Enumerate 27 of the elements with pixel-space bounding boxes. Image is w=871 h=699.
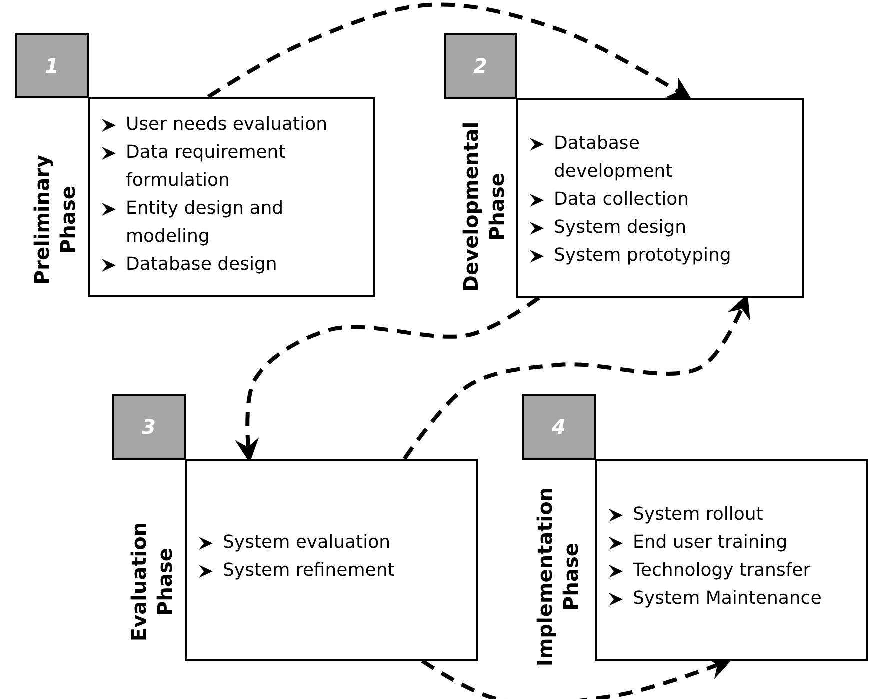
list-item-text: System rollout — [633, 503, 764, 527]
phase-label: Preliminary Phase — [29, 154, 81, 288]
list-item-text: Database development — [554, 132, 674, 184]
list-item-text: Data collection — [554, 188, 690, 212]
phase-label: Implementation Phase — [532, 486, 584, 669]
list-item-text: End user training — [633, 531, 788, 555]
list-item-text: Technology transfer — [633, 559, 811, 583]
number-box — [112, 394, 186, 460]
number-box — [15, 33, 89, 98]
list-item-text: System design — [554, 216, 687, 240]
list-item-text: System prototyping — [554, 244, 732, 268]
dashed-arrow — [207, 2, 692, 100]
step-number: 4 — [552, 415, 566, 439]
number-box — [444, 33, 517, 99]
phase-label: Developmental Phase — [458, 120, 510, 294]
list-item-text: User needs evaluation — [126, 113, 328, 137]
list-item-text: System Maintenance — [633, 587, 822, 611]
list-item-text: System evaluation — [223, 531, 391, 555]
step-number: 3 — [142, 415, 156, 439]
list-item-text: Data requirement formulation — [126, 141, 287, 193]
number-box — [522, 394, 596, 460]
step-number: 2 — [474, 54, 488, 78]
step-number: 1 — [45, 54, 59, 78]
list-item-text: Database design — [126, 253, 278, 277]
phase-label: Evaluation Phase — [126, 521, 178, 644]
list-item-text: Entity design and modeling — [126, 197, 285, 249]
list-item-text: System refinement — [223, 559, 395, 583]
